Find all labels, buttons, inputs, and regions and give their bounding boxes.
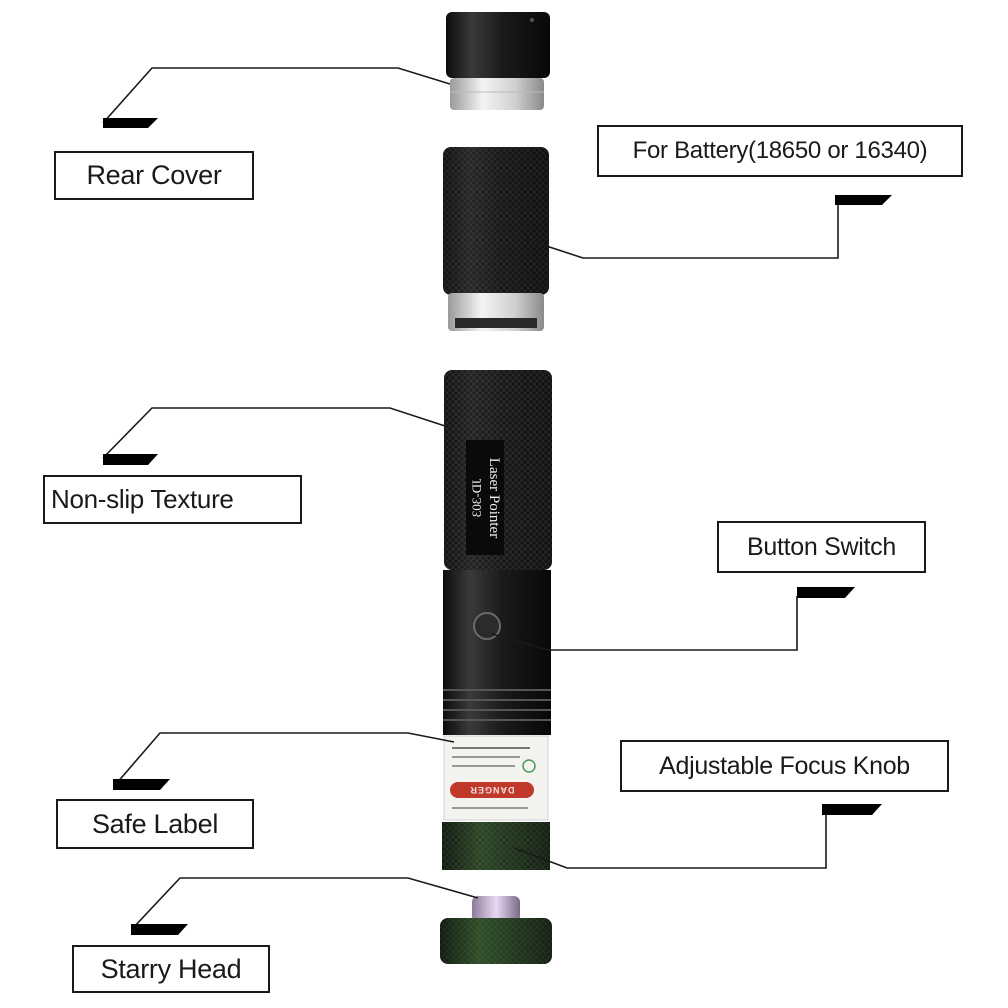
bar-focus-knob [822,804,882,815]
battery-tube-part [443,147,549,331]
label-battery: For Battery(18650 or 16340) [597,125,963,177]
focus-knob-part [442,822,550,870]
leader-rear-cover [102,67,451,124]
label-starry-head: Starry Head [72,945,270,993]
laser-body-part [443,370,552,735]
bar-button-switch [797,587,855,598]
label-non-slip-texture: Non-slip Texture [43,475,302,524]
leader-battery [521,201,839,259]
leader-lines [102,67,839,929]
bar-non-slip [103,454,158,465]
danger-warning-text: DANGER [469,785,515,795]
leader-focus-knob [513,812,827,869]
rear-cover-part [446,12,550,110]
label-focus-knob: Adjustable Focus Knob [620,740,949,792]
leader-button-switch [491,596,798,651]
safety-label-sticker [443,735,549,821]
bar-rear-cover [103,118,158,128]
label-rear-cover: Rear Cover [54,151,254,200]
bar-safe-label [113,779,170,790]
leader-bars [103,118,892,935]
leader-starry-head [132,877,479,929]
label-safe-label: Safe Label [56,799,254,849]
label-button-switch: Button Switch [717,521,926,573]
leader-non-slip [102,407,446,459]
bar-starry-head [131,924,188,935]
leader-safe-label [115,732,455,785]
bar-battery [835,195,892,205]
starry-head-part [440,896,552,964]
button-switch-knob [473,612,501,640]
